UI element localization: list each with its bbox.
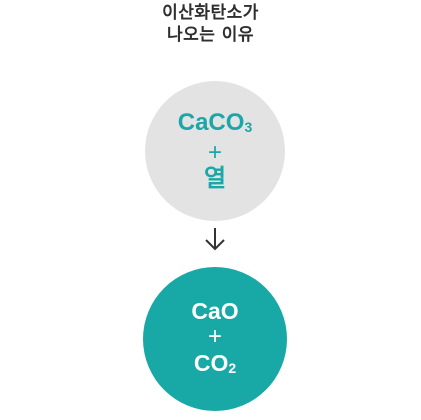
reactant-circle: CaCO3 + 열 <box>145 81 285 221</box>
product-formula-2-subscript: 2 <box>228 359 237 376</box>
reactant-formula-subscript: 3 <box>244 119 253 135</box>
product-formula-2: CO2 <box>194 349 236 382</box>
reactant-heat-label: 열 <box>203 165 227 192</box>
title-line-2: 나오는 이유 <box>166 25 255 45</box>
diagram-title: 이산화탄소가 나오는 이유 <box>0 2 421 46</box>
reactant-plus-sign: + <box>207 139 222 166</box>
product-formula-1: CaO <box>191 297 239 324</box>
product-plus-sign: + <box>207 322 222 350</box>
arrow-down-icon <box>205 228 225 251</box>
reactant-formula-main: CaCO <box>177 109 245 136</box>
reactant-formula: CaCO3 <box>178 109 252 141</box>
title-line-1: 이산화탄소가 <box>162 3 259 23</box>
product-formula-2-main: CO <box>193 349 229 376</box>
product-circle: CaO + CO2 <box>143 267 287 411</box>
